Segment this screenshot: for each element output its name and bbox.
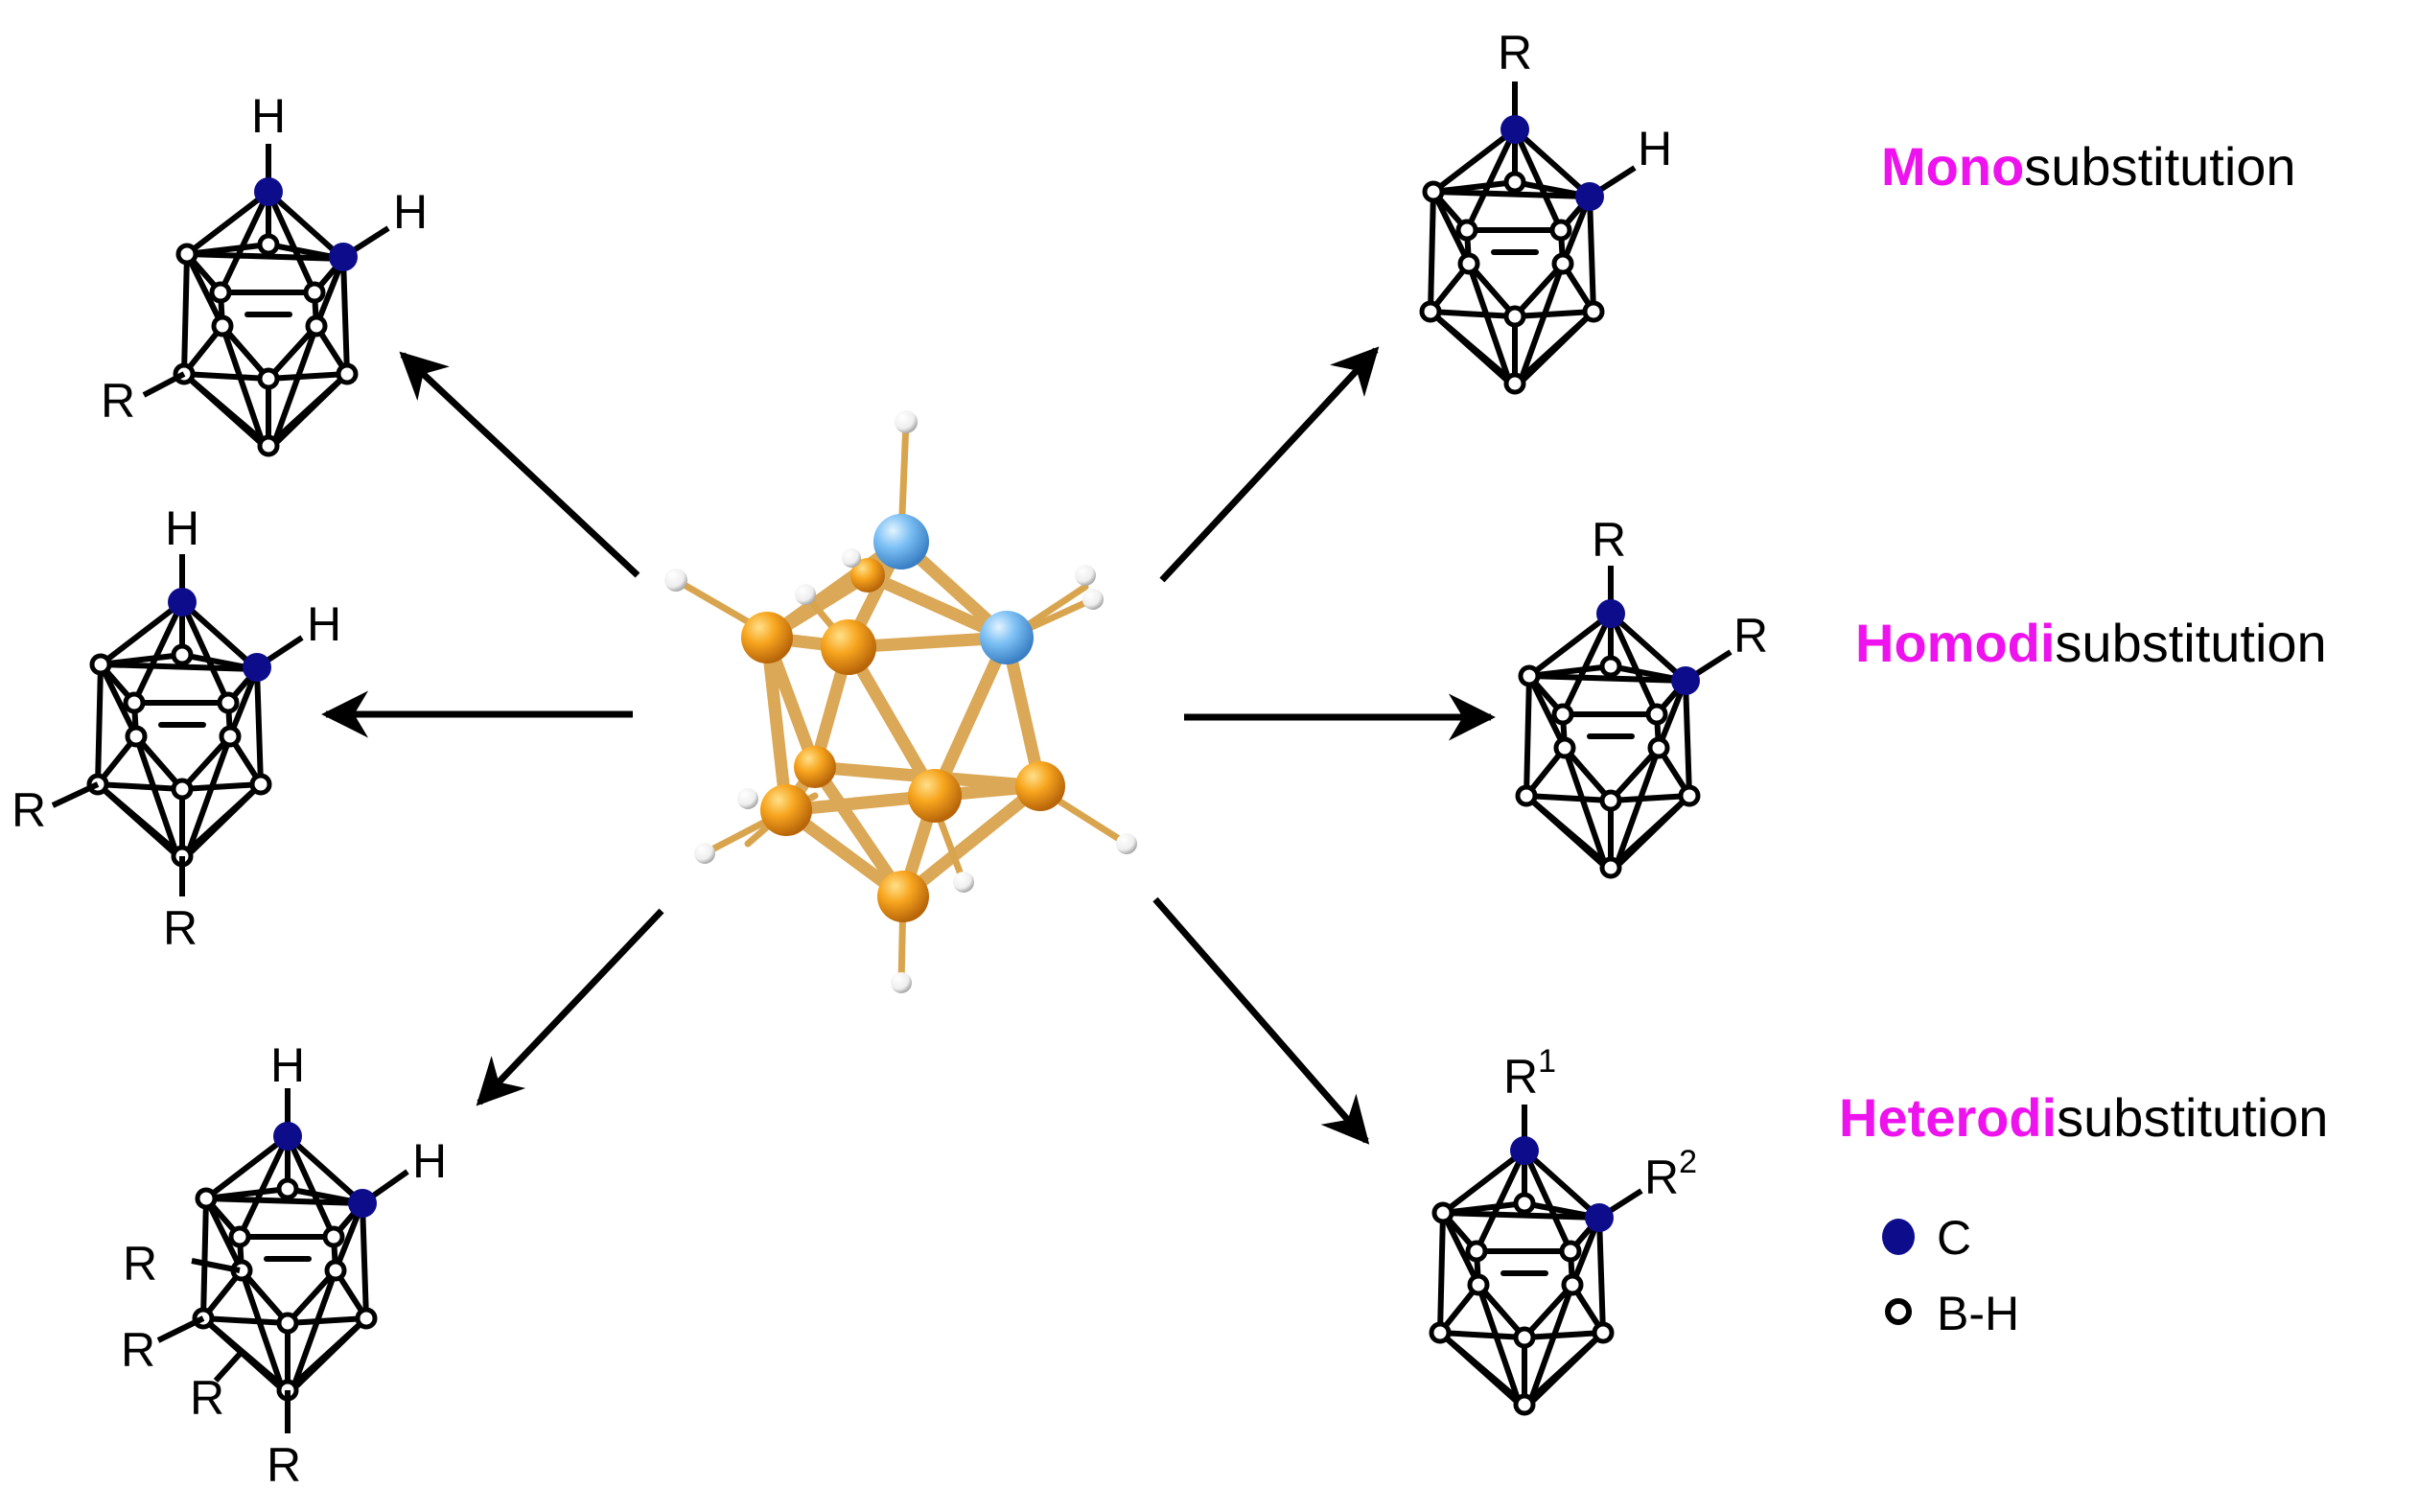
h-label: H [307,597,341,651]
structure-left-middle: H H R R [12,501,341,955]
carbon-atom [273,1122,302,1151]
carbon-atom [348,1189,377,1218]
r-label: R [101,374,135,428]
arrow-bottom-right [1152,896,1370,1145]
arrow-top-right [1159,346,1380,583]
carbon-atom [1575,182,1604,211]
r-label: R [123,1237,157,1291]
r-label: R [12,783,46,837]
h-label: H [412,1134,447,1188]
carbon-atom [1585,1203,1614,1232]
r-label: R [163,901,198,955]
structure-right-middle: R R [1518,513,1768,876]
r1-label: R1 [1503,1043,1556,1104]
boron-atoms [741,558,1065,922]
structure-right-bottom: R1 R2 [1431,1043,1697,1413]
h-label: H [270,1038,305,1092]
carbon-atom [254,177,283,206]
carbon-atom [1500,115,1529,144]
r-label: R [1733,609,1768,663]
carbon-atom [1671,666,1700,695]
r-label: R [121,1323,155,1377]
structure-left-bottom: H H R R R R [121,1038,447,1492]
legend: C B-H [1882,1211,2019,1340]
legend-bh-marker [1885,1298,1912,1325]
r-label: R [190,1371,224,1425]
carbon-atom [329,243,358,271]
carbon-atom [168,588,197,616]
carbon-atoms [873,514,1034,664]
h-label: H [251,89,286,143]
central-carborane-3d-model [664,410,1137,993]
carbon-atom [1596,599,1625,628]
r-label: R [1498,26,1532,80]
hydrogen-atoms [664,410,1137,993]
structure-right-top: R H [1422,26,1672,392]
r-label: R [1592,513,1626,567]
legend-carbon-label: C [1937,1211,1971,1265]
reaction-arrows [321,346,1496,1145]
arrow-bottom-left [476,908,664,1106]
legend-bh-label: B-H [1937,1287,2019,1340]
carbon-atom [1510,1136,1539,1165]
arrow-top-left [399,351,640,578]
legend-carbon-marker [1882,1219,1915,1255]
r2-label: R2 [1644,1144,1697,1204]
h-label: H [165,501,199,555]
category-homodisubstitution: Homodisubstitution [1855,613,2327,673]
r-label: R [267,1438,301,1492]
structure-left-top: H H R [101,89,428,454]
h-label: H [393,185,428,239]
category-heterodisubstitution: Heterodisubstitution [1839,1087,2328,1148]
carbon-atom [243,653,271,682]
h-label: H [1638,122,1672,175]
category-monosubstitution: Monosubstitution [1881,136,2296,197]
